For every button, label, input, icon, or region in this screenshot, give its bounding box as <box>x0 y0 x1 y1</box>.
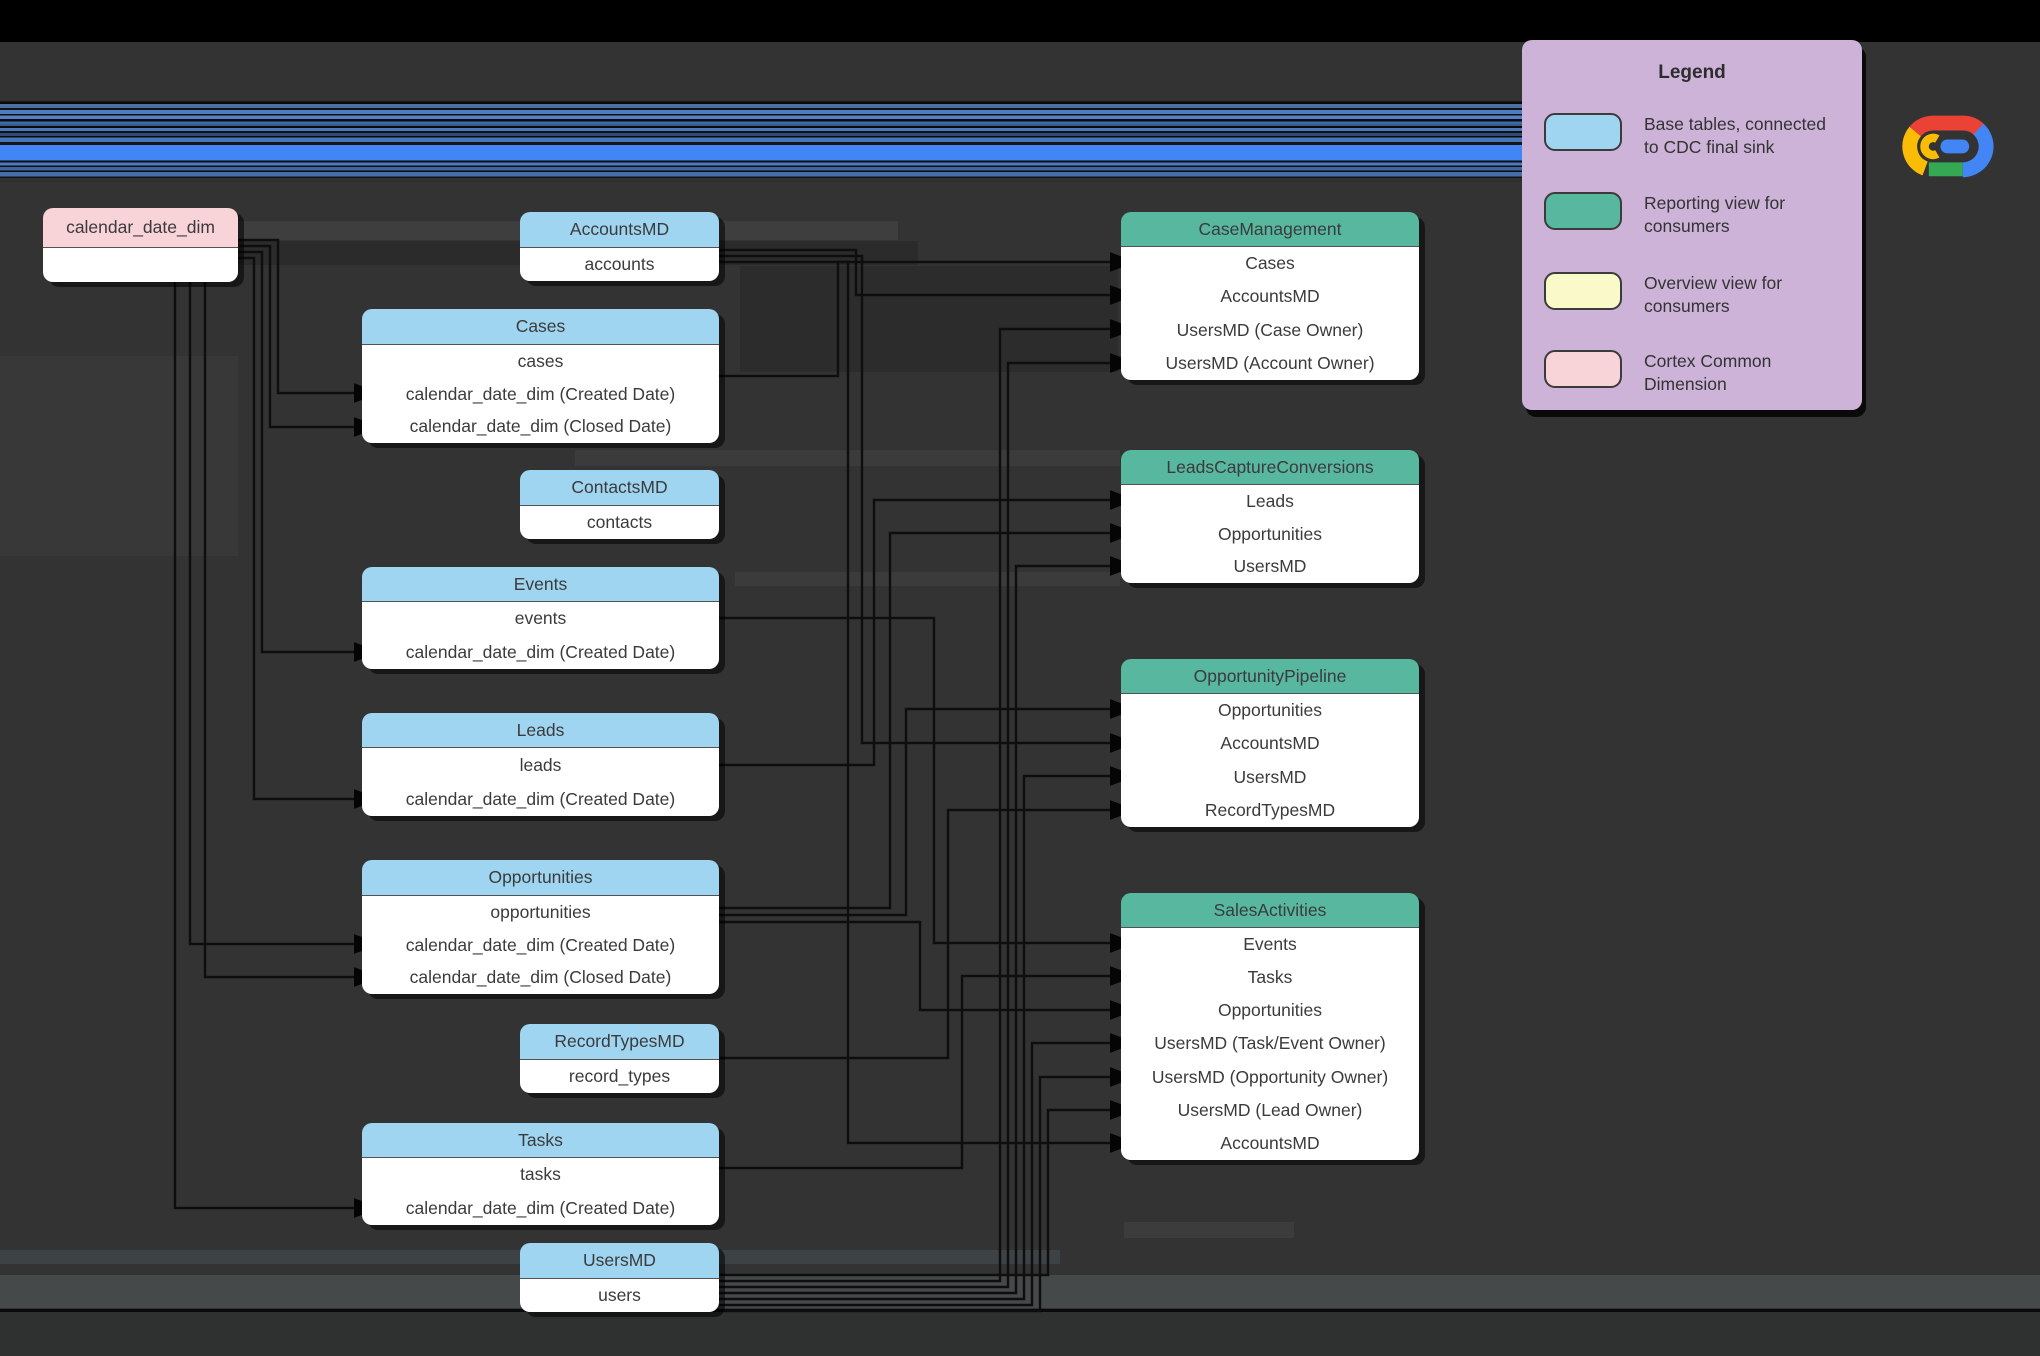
table-row: calendar_date_dim (Created Date) <box>405 788 676 809</box>
table-opportunitypipeline[interactable]: OpportunityPipeline Opportunities Accoun… <box>1121 659 1419 827</box>
table-body: Opportunities AccountsMD UsersMD RecordT… <box>1121 694 1419 827</box>
table-tasks[interactable]: Tasks tasks calendar_date_dim (Created D… <box>362 1123 719 1225</box>
table-body: accounts <box>520 248 719 281</box>
table-body <box>43 248 238 282</box>
table-body: contacts <box>520 506 719 539</box>
table-row: calendar_date_dim (Closed Date) <box>409 967 672 988</box>
table-casemanagement[interactable]: CaseManagement Cases AccountsMD UsersMD … <box>1121 212 1419 380</box>
table-header: Events <box>362 567 719 602</box>
table-body: cases calendar_date_dim (Created Date) c… <box>362 345 719 443</box>
table-contactsmd[interactable]: ContactsMD contacts <box>520 470 719 539</box>
table-row: calendar_date_dim (Closed Date) <box>409 416 672 437</box>
table-calendar-date-dim[interactable]: calendar_date_dim <box>43 208 238 282</box>
table-row: AccountsMD <box>1220 733 1320 754</box>
table-row: Tasks <box>1247 967 1293 988</box>
table-row: Cases <box>1245 253 1295 274</box>
table-row: events <box>514 608 567 629</box>
table-cases[interactable]: Cases cases calendar_date_dim (Created D… <box>362 309 719 443</box>
table-row: accounts <box>584 254 655 274</box>
google-cloud-logo-icon <box>1902 115 1994 178</box>
table-leads[interactable]: Leads leads calendar_date_dim (Created D… <box>362 713 719 816</box>
legend-label: Reporting view for consumers <box>1644 193 1786 237</box>
table-row: record_types <box>568 1066 671 1086</box>
table-row: calendar_date_dim (Created Date) <box>405 641 676 662</box>
legend-swatch-cortex-common-dimension <box>1544 350 1622 388</box>
table-body: record_types <box>520 1060 719 1093</box>
table-header: Cases <box>362 309 719 345</box>
legend-label: Base tables, connected to CDC final sink <box>1644 114 1826 158</box>
legend-swatch-overview-view <box>1544 272 1622 310</box>
table-row: UsersMD (Case Owner) <box>1176 319 1364 340</box>
table-header: Leads <box>362 713 719 748</box>
table-row: cases <box>517 350 564 371</box>
table-header: calendar_date_dim <box>43 208 238 248</box>
table-row: UsersMD (Account Owner) <box>1165 352 1375 373</box>
table-row: Opportunities <box>1217 523 1323 544</box>
table-row: opportunities <box>490 901 591 922</box>
table-salesactivities[interactable]: SalesActivities Events Tasks Opportuniti… <box>1121 893 1419 1160</box>
table-header: CaseManagement <box>1121 212 1419 247</box>
table-header: ContactsMD <box>520 470 719 506</box>
table-events[interactable]: Events events calendar_date_dim (Created… <box>362 567 719 669</box>
table-row: UsersMD <box>1233 766 1307 787</box>
table-leadscaptureconversions[interactable]: LeadsCaptureConversions Leads Opportunit… <box>1121 450 1419 583</box>
table-row: leads <box>519 754 562 775</box>
table-header: AccountsMD <box>520 212 719 248</box>
table-row: UsersMD (Lead Owner) <box>1177 1099 1363 1120</box>
table-body: tasks calendar_date_dim (Created Date) <box>362 1158 719 1225</box>
table-row: UsersMD (Task/Event Owner) <box>1154 1033 1386 1054</box>
table-recordtypesmd[interactable]: RecordTypesMD record_types <box>520 1024 719 1093</box>
table-header: OpportunityPipeline <box>1121 659 1419 694</box>
table-body: events calendar_date_dim (Created Date) <box>362 602 719 669</box>
table-row: UsersMD (Opportunity Owner) <box>1151 1066 1389 1087</box>
table-row: AccountsMD <box>1220 1132 1320 1153</box>
table-usersmd[interactable]: UsersMD users <box>520 1243 719 1312</box>
table-row: tasks <box>520 1164 561 1185</box>
legend-swatch-base-tables <box>1544 113 1622 151</box>
table-header: UsersMD <box>520 1243 719 1279</box>
table-row: contacts <box>586 512 653 532</box>
table-row: users <box>598 1285 641 1305</box>
table-row: calendar_date_dim (Created Date) <box>405 934 676 955</box>
table-header: Tasks <box>362 1123 719 1158</box>
table-row: calendar_date_dim (Created Date) <box>405 1197 676 1218</box>
table-header: SalesActivities <box>1121 893 1419 928</box>
table-header: LeadsCaptureConversions <box>1121 450 1419 485</box>
table-header: RecordTypesMD <box>520 1024 719 1060</box>
legend-label: Overview view for consumers <box>1644 273 1783 317</box>
table-row: Leads <box>1246 490 1294 511</box>
legend-title: Legend <box>1658 62 1726 83</box>
table-row: AccountsMD <box>1220 286 1320 307</box>
table-row: UsersMD <box>1233 556 1307 577</box>
table-body: users <box>520 1279 719 1312</box>
legend-label: Cortex Common Dimension <box>1644 351 1772 395</box>
table-row: Opportunities <box>1217 1000 1323 1021</box>
table-row: RecordTypesMD <box>1204 799 1336 820</box>
table-opportunities[interactable]: Opportunities opportunities calendar_dat… <box>362 860 719 994</box>
table-accountsmd[interactable]: AccountsMD accounts <box>520 212 719 281</box>
table-body: opportunities calendar_date_dim (Created… <box>362 896 719 994</box>
table-header: Opportunities <box>362 860 719 896</box>
table-body: Leads Opportunities UsersMD <box>1121 485 1419 583</box>
table-body: leads calendar_date_dim (Created Date) <box>362 748 719 816</box>
table-row: calendar_date_dim (Created Date) <box>405 383 676 404</box>
table-body: Cases AccountsMD UsersMD (Case Owner) Us… <box>1121 247 1419 380</box>
table-body: Events Tasks Opportunities UsersMD (Task… <box>1121 928 1419 1160</box>
legend: Legend Base tables, connected to CDC fin… <box>1522 40 1862 410</box>
legend-swatch-reporting-view <box>1544 192 1622 230</box>
table-row: Opportunities <box>1217 700 1323 721</box>
table-row: Events <box>1243 934 1297 955</box>
